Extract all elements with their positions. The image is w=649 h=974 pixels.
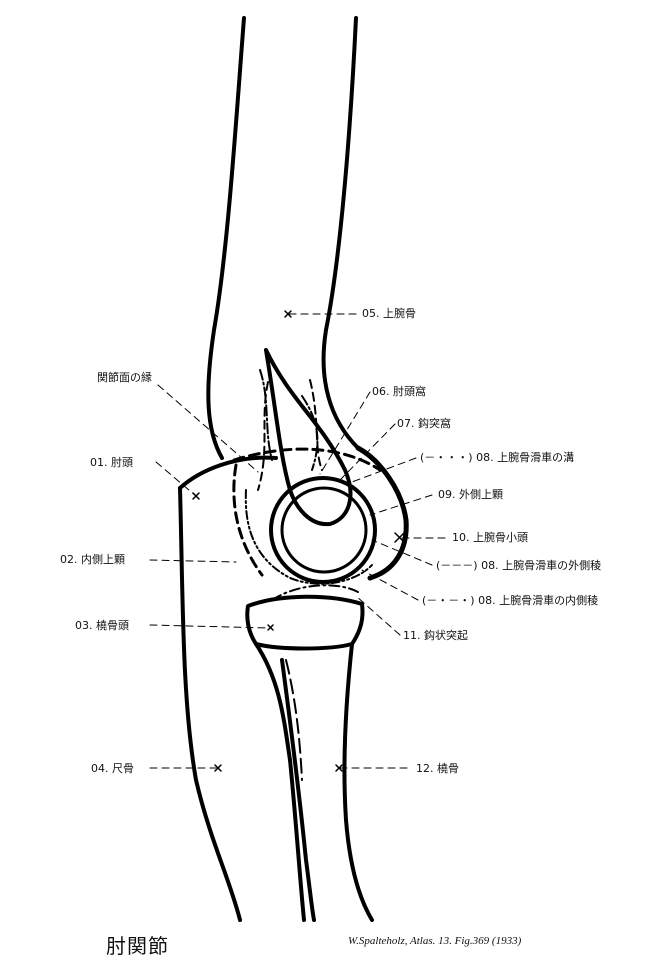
figure-title: 肘関節 [106,934,169,958]
ulna-outline-right [280,658,316,922]
articular-margin [232,447,382,577]
label-humerus: 05. 上腕骨 [362,307,416,320]
label-coronoid-process: 11. 鈎状突起 [403,629,468,642]
coronoid-dash [271,584,359,601]
label-trochlea-lateral-ridge: (－－－) 08. 上腕骨滑車の外側稜 [436,559,602,572]
humerus-outline-right [321,16,360,450]
radius-outline-right [342,642,374,922]
leader-09 [369,494,433,516]
label-radial-head: 03. 橈骨頭 [75,619,129,632]
radius-inner-dash [285,659,303,781]
trochlea-lateral-ridge [257,379,323,491]
trochlea-medial-ridge [259,369,319,471]
label-trochlea-medial-ridge: (－・－・) 08. 上腕骨滑車の内側稜 [422,594,599,607]
trochlea-groove-line [244,489,373,585]
label-olecranon: 01. 肘頭 [90,456,133,469]
capitulum-outline [355,445,409,581]
label-medial-epicondyle: 02. 内側上顆 [60,553,125,566]
label-lateral-epicondyle: 09. 外側上顆 [438,488,503,501]
humerus-outline-left [206,16,246,460]
leader-03 [149,624,271,629]
label-capitulum: 10. 上腕骨小頭 [452,531,528,544]
marker-12 [335,764,343,772]
leader-08b [371,539,433,566]
marker-04 [214,764,222,772]
leader-11 [355,595,401,636]
label-olecranon-fossa: 06. 肘頭窩 [372,385,426,398]
marker-03 [267,624,274,631]
ulna-outline-left [178,486,242,922]
trochlea-outer [269,476,377,584]
marker-10 [394,532,405,543]
radius-head-outline [245,594,365,651]
leader-lines [149,313,449,769]
trochlea-inner [280,486,368,574]
marker-05 [284,310,292,318]
olecranon-outline [264,348,353,527]
leader-07 [339,423,396,481]
point-markers [192,310,405,772]
label-trochlear-groove: (－・・・) 08. 上腕骨滑車の溝 [420,451,575,464]
humerus-medial-contour [178,455,278,490]
radius-outline-left [254,642,306,922]
label-coronoid-fossa: 07. 鈎突窩 [397,417,451,430]
leader-08c [361,569,419,601]
label-radius: 12. 橈骨 [416,762,459,775]
figure-credit: W.Spalteholz, Atlas. 13. Fig.369 (1933) [348,935,522,947]
leader-01 [155,461,197,497]
leader-02 [149,559,237,563]
label-articular-margin: 関節面の縁 [97,371,152,384]
leader-edge [157,384,259,473]
leader-06 [319,391,371,475]
label-ulna: 04. 尺骨 [91,762,134,775]
marker-01 [192,492,200,500]
